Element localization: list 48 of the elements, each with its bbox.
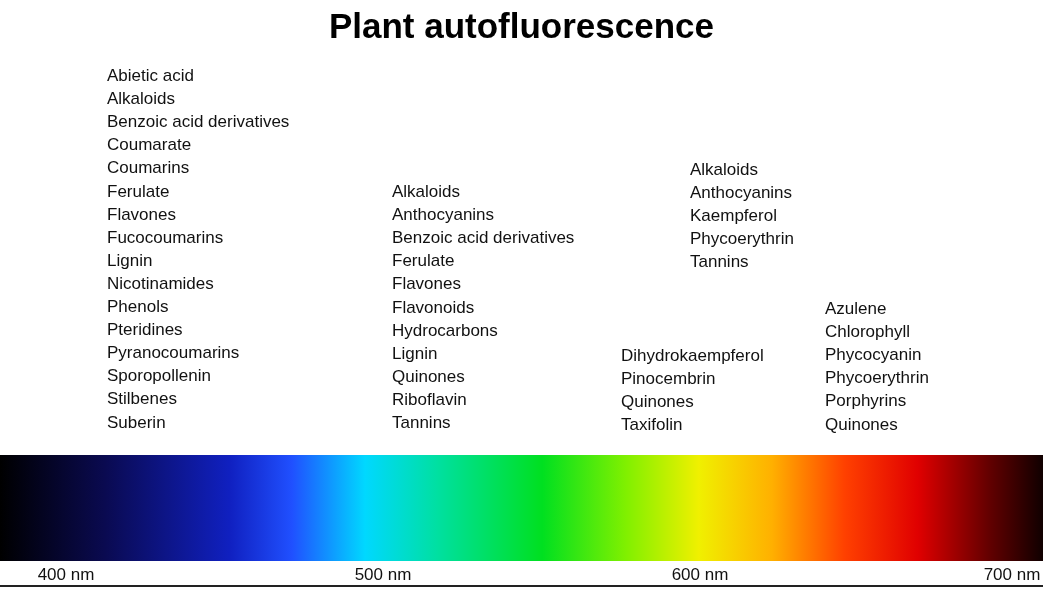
compound-name: Benzoic acid derivatives — [392, 228, 575, 249]
compound-name: Alkaloids — [107, 89, 176, 110]
compound-name: Ferulate — [107, 181, 170, 202]
compound-name: Ferulate — [392, 251, 455, 272]
compound-name: Coumarate — [107, 135, 192, 156]
compound-name: Flavonoids — [392, 297, 475, 318]
compound-name: Pinocembrin — [621, 369, 716, 390]
compound-name: Pteridines — [107, 320, 183, 341]
wavelength-label: 600 nm — [671, 565, 729, 585]
compound-name: Sporopollenin — [107, 366, 211, 387]
compound-name: Abietic acid — [107, 66, 194, 86]
wavelength-label: 500 nm — [354, 565, 412, 585]
compound-name: Benzoic acid derivatives — [107, 112, 290, 133]
compound-name: Alkaloids — [690, 160, 759, 180]
compound-name: Phycocyanin — [825, 345, 922, 366]
compound-name: Anthocyanins — [392, 205, 495, 226]
compound-name: Alkaloids — [392, 182, 461, 202]
compound-name: Kaempferol — [690, 206, 777, 227]
compound-name: Pyranocoumarins — [107, 343, 240, 364]
compound-name: Fucocoumarins — [107, 227, 224, 248]
wavelength-label: 400 nm — [37, 565, 95, 585]
compound-name: Hydrocarbons — [392, 320, 498, 341]
compound-name: Chlorophyll — [825, 322, 911, 343]
compound-name: Quinones — [392, 366, 465, 387]
compound-name: Coumarins — [107, 158, 190, 179]
compound-name: Taxifolin — [621, 415, 683, 436]
compound-name: Tannins — [690, 252, 749, 273]
compound-name: Lignin — [392, 343, 438, 364]
compound-name: Nicotinamides — [107, 273, 214, 294]
compound-name: Phenols — [107, 297, 169, 317]
wavelength-label: 700 nm — [983, 565, 1041, 585]
compound-name: Flavones — [107, 204, 176, 225]
compound-name: Azulene — [825, 299, 887, 319]
compound-name: Phycoerythrin — [690, 229, 794, 250]
compound-name: Porphyrins — [825, 391, 907, 412]
compound-name: Quinones — [825, 414, 898, 435]
spectrum-bar — [0, 455, 1043, 561]
compound-name: Quinones — [621, 392, 694, 413]
compound-name: Suberin — [107, 412, 166, 433]
compound-name: Dihydrokaempferol — [621, 346, 764, 366]
compound-name: Phycoerythrin — [825, 368, 929, 389]
compound-name: Anthocyanins — [690, 183, 793, 204]
compound-name: Tannins — [392, 413, 451, 433]
compound-name: Flavones — [392, 274, 461, 295]
title: Plant autofluorescence — [327, 6, 716, 46]
compound-name: Riboflavin — [392, 389, 467, 410]
compound-name: Lignin — [107, 250, 153, 271]
compound-name: Stilbenes — [107, 389, 177, 410]
